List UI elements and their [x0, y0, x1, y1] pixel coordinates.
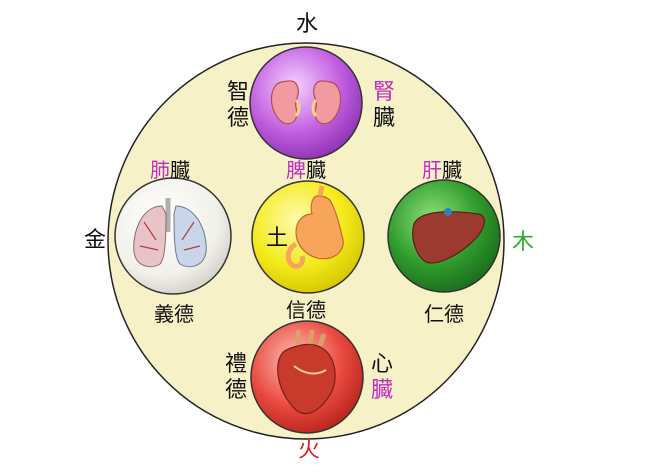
- liver-icon: [412, 208, 486, 264]
- lungs-icon: [133, 198, 207, 268]
- kidney-virtue: 智 德: [226, 80, 249, 131]
- lung-organ-name: 肺臓: [150, 158, 190, 182]
- lung-virtue: 義德: [154, 302, 194, 326]
- kidney-circle: [249, 46, 363, 160]
- spleen-organ-name: 脾臓: [286, 158, 326, 182]
- element-wood-label: 木: [512, 230, 535, 255]
- spleen-circle: [251, 180, 365, 294]
- element-fire-label: 火: [298, 438, 321, 463]
- liver-circle: [387, 179, 501, 293]
- kidney-organ-name: 腎 臓: [372, 80, 395, 131]
- spleen-virtue: 信德: [286, 298, 326, 322]
- lung-circle: [114, 177, 232, 295]
- heart-organ-name: 心 臓: [370, 352, 393, 403]
- kidney-icon: [270, 80, 342, 125]
- liver-virtue: 仁德: [424, 302, 464, 326]
- stomach-icon: [285, 185, 344, 269]
- element-water-label: 水: [296, 12, 319, 37]
- element-earth-label: 土: [266, 226, 289, 251]
- heart-circle: [250, 320, 364, 434]
- heart-icon: [277, 329, 336, 415]
- heart-virtue: 禮 德: [224, 352, 247, 403]
- liver-organ-name: 肝臓: [422, 158, 462, 182]
- element-metal-label: 金: [84, 228, 107, 253]
